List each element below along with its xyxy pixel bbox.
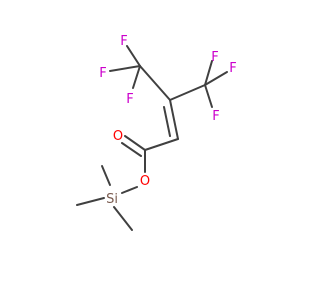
bond-si-methyl-low [113, 206, 133, 231]
atom-f-left-top: F [120, 34, 127, 49]
atom-silicon: Si [106, 192, 118, 207]
bond-c1-o-carbonyl-second [121, 142, 142, 157]
bond-cf3l-c3 [139, 65, 171, 101]
bond-cf3l-f-mid [109, 65, 141, 72]
bond-c3-c2 [169, 99, 179, 140]
atom-o-carbonyl: O [113, 129, 123, 144]
atom-o-ester: O [140, 174, 150, 189]
bond-o-si [121, 186, 138, 194]
bond-cf3r-f-top [204, 60, 213, 86]
atom-f-right-low: F [212, 109, 219, 124]
molecule-canvas: F F F F F F O O Si [76, 34, 237, 231]
atom-f-left-mid: F [99, 66, 106, 81]
bond-cf3l-f-low [132, 65, 141, 89]
bond-si-methyl-left [76, 197, 105, 206]
bond-si-methyl-top [101, 165, 111, 186]
bonds [76, 45, 228, 231]
atom-f-right-top: F [211, 50, 218, 65]
bond-c2-c1 [144, 138, 179, 151]
atom-f-right-mid: F [229, 61, 236, 76]
bond-cf3l-f-top [126, 45, 141, 67]
bond-c3-c2-second [163, 106, 171, 137]
atom-f-left-low: F [126, 92, 133, 107]
atom-labels: F F F F F F O O Si [99, 34, 236, 207]
bond-cf3r-f-mid [204, 71, 228, 86]
bond-c1-o-carbonyl [124, 135, 146, 151]
bond-cf3r-f-low [204, 84, 213, 108]
bond-c3-cf3r [169, 84, 206, 101]
structure-drawing: F F F F F F O O Si [76, 34, 237, 231]
